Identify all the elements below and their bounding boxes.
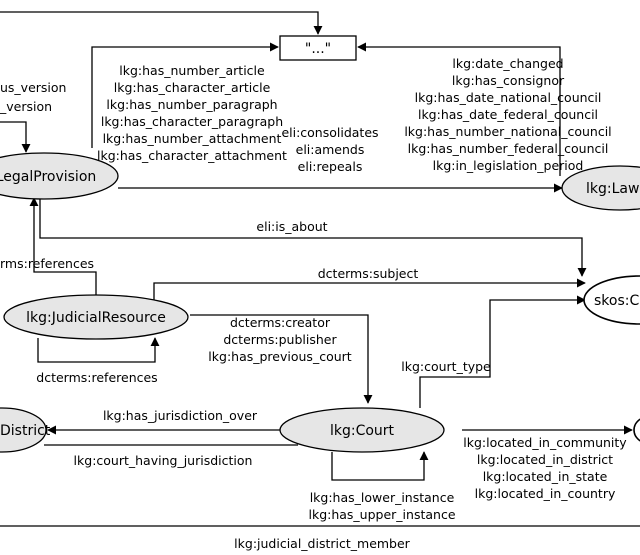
label-located-prop-3: lkg:located_in_country xyxy=(475,486,616,501)
label-law-prop-4: lkg:has_number_national_council xyxy=(404,124,611,139)
node-judicial-resource-label: lkg:JudicialResource xyxy=(26,310,166,326)
label-law-prop-3: lkg:has_date_federal_council xyxy=(418,107,598,122)
labels-located-props: lkg:located_in_community lkg:located_in_… xyxy=(463,435,627,501)
edge-is-about xyxy=(39,198,587,277)
label-law-prop-5: lkg:has_number_federal_council xyxy=(408,141,609,156)
label-provision-prop-2: lkg:has_number_paragraph xyxy=(106,97,277,112)
edge-references-loop xyxy=(37,337,160,363)
edge-version-loop xyxy=(0,121,31,153)
labels-instance-props: lkg:has_lower_instance lkg:has_upper_ins… xyxy=(308,490,455,522)
node-court-label: lkg:Court xyxy=(330,423,395,439)
node-legal-provision[interactable]: LegalProvision xyxy=(0,152,119,200)
node-ellipsis[interactable]: "..." xyxy=(279,35,357,61)
node-law-label: lkg:Law xyxy=(586,181,639,197)
label-located-prop-1: lkg:located_in_district xyxy=(477,452,613,467)
edge-provision-to-ellipsis xyxy=(91,42,279,148)
label-located-prop-2: lkg:located_in_state xyxy=(483,469,608,484)
label-creator-prop-1: dcterms:publisher xyxy=(223,332,337,347)
label-eli-prop-2: eli:repeals xyxy=(298,159,363,174)
labels-provision-props: lkg:has_number_article lkg:has_character… xyxy=(97,63,287,163)
label-creator-prop-2: lkg:has_previous_court xyxy=(208,349,351,364)
edge-law-to-ellipsis xyxy=(357,42,561,176)
label-is-about: eli:is_about xyxy=(256,219,327,234)
node-law[interactable]: lkg:Law xyxy=(561,165,640,211)
label-law-prop-2: lkg:has_date_national_council xyxy=(415,90,602,105)
label-references-bottom: dcterms:references xyxy=(36,370,157,385)
label-provision-prop-1: lkg:has_character_article xyxy=(114,80,271,95)
label-creator-prop-0: dcterms:creator xyxy=(230,315,331,330)
node-district-label: District xyxy=(0,423,51,439)
edge-creator xyxy=(190,314,373,404)
label-provision-prop-5: lkg:has_character_attachment xyxy=(97,148,287,163)
label-law-prop-6: lkg:in_legislation_period xyxy=(433,158,584,173)
labels-eli-props: eli:consolidates eli:amends eli:repeals xyxy=(281,125,378,174)
node-skos[interactable]: skos:C xyxy=(583,275,640,325)
edge-references-top xyxy=(29,197,97,296)
label-law-prop-0: lkg:date_changed xyxy=(452,56,563,71)
label-provision-prop-0: lkg:has_number_article xyxy=(119,63,265,78)
label-subject: dcterms:subject xyxy=(318,266,419,281)
node-district[interactable]: District xyxy=(0,407,51,453)
node-skos-label: skos:C xyxy=(594,293,639,309)
labels-version: us_version _version xyxy=(0,80,66,114)
label-eli-prop-1: eli:amends xyxy=(296,142,365,157)
edge-top-into-ellipsis xyxy=(0,11,323,35)
edge-court-type xyxy=(419,295,586,408)
node-judicial-resource[interactable]: lkg:JudicialResource xyxy=(3,294,189,340)
label-references-top: rms:references xyxy=(0,256,94,271)
label-instance-prop-1: lkg:has_upper_instance xyxy=(308,507,455,522)
node-right-edge[interactable] xyxy=(633,417,640,443)
node-legal-provision-label: LegalProvision xyxy=(0,169,96,185)
label-jurisdiction-over: lkg:has_jurisdiction_over xyxy=(103,408,258,423)
label-law-prop-1: lkg:has_consignor xyxy=(452,73,565,88)
label-eli-prop-0: eli:consolidates xyxy=(281,125,378,140)
label-instance-prop-0: lkg:has_lower_instance xyxy=(310,490,455,505)
edge-instance-loop xyxy=(331,451,429,481)
labels-law-props: lkg:date_changed lkg:has_consignor lkg:h… xyxy=(404,56,611,173)
labels-creator-props: dcterms:creator dcterms:publisher lkg:ha… xyxy=(208,315,351,364)
label-located-prop-0: lkg:located_in_community xyxy=(463,435,627,450)
label-version-0: us_version xyxy=(0,80,66,95)
label-district-member: lkg:judicial_district_member xyxy=(234,536,411,551)
label-court-having: lkg:court_having_jurisdiction xyxy=(74,453,253,468)
label-provision-prop-3: lkg:has_character_paragraph xyxy=(101,114,283,129)
label-version-1: _version xyxy=(0,99,52,114)
node-ellipsis-label: "..." xyxy=(305,41,331,57)
edge-subject xyxy=(153,278,586,303)
node-court[interactable]: lkg:Court xyxy=(279,407,445,453)
label-provision-prop-4: lkg:has_number_attachment xyxy=(103,131,282,146)
label-court-type: lkg:court_type xyxy=(401,359,491,374)
